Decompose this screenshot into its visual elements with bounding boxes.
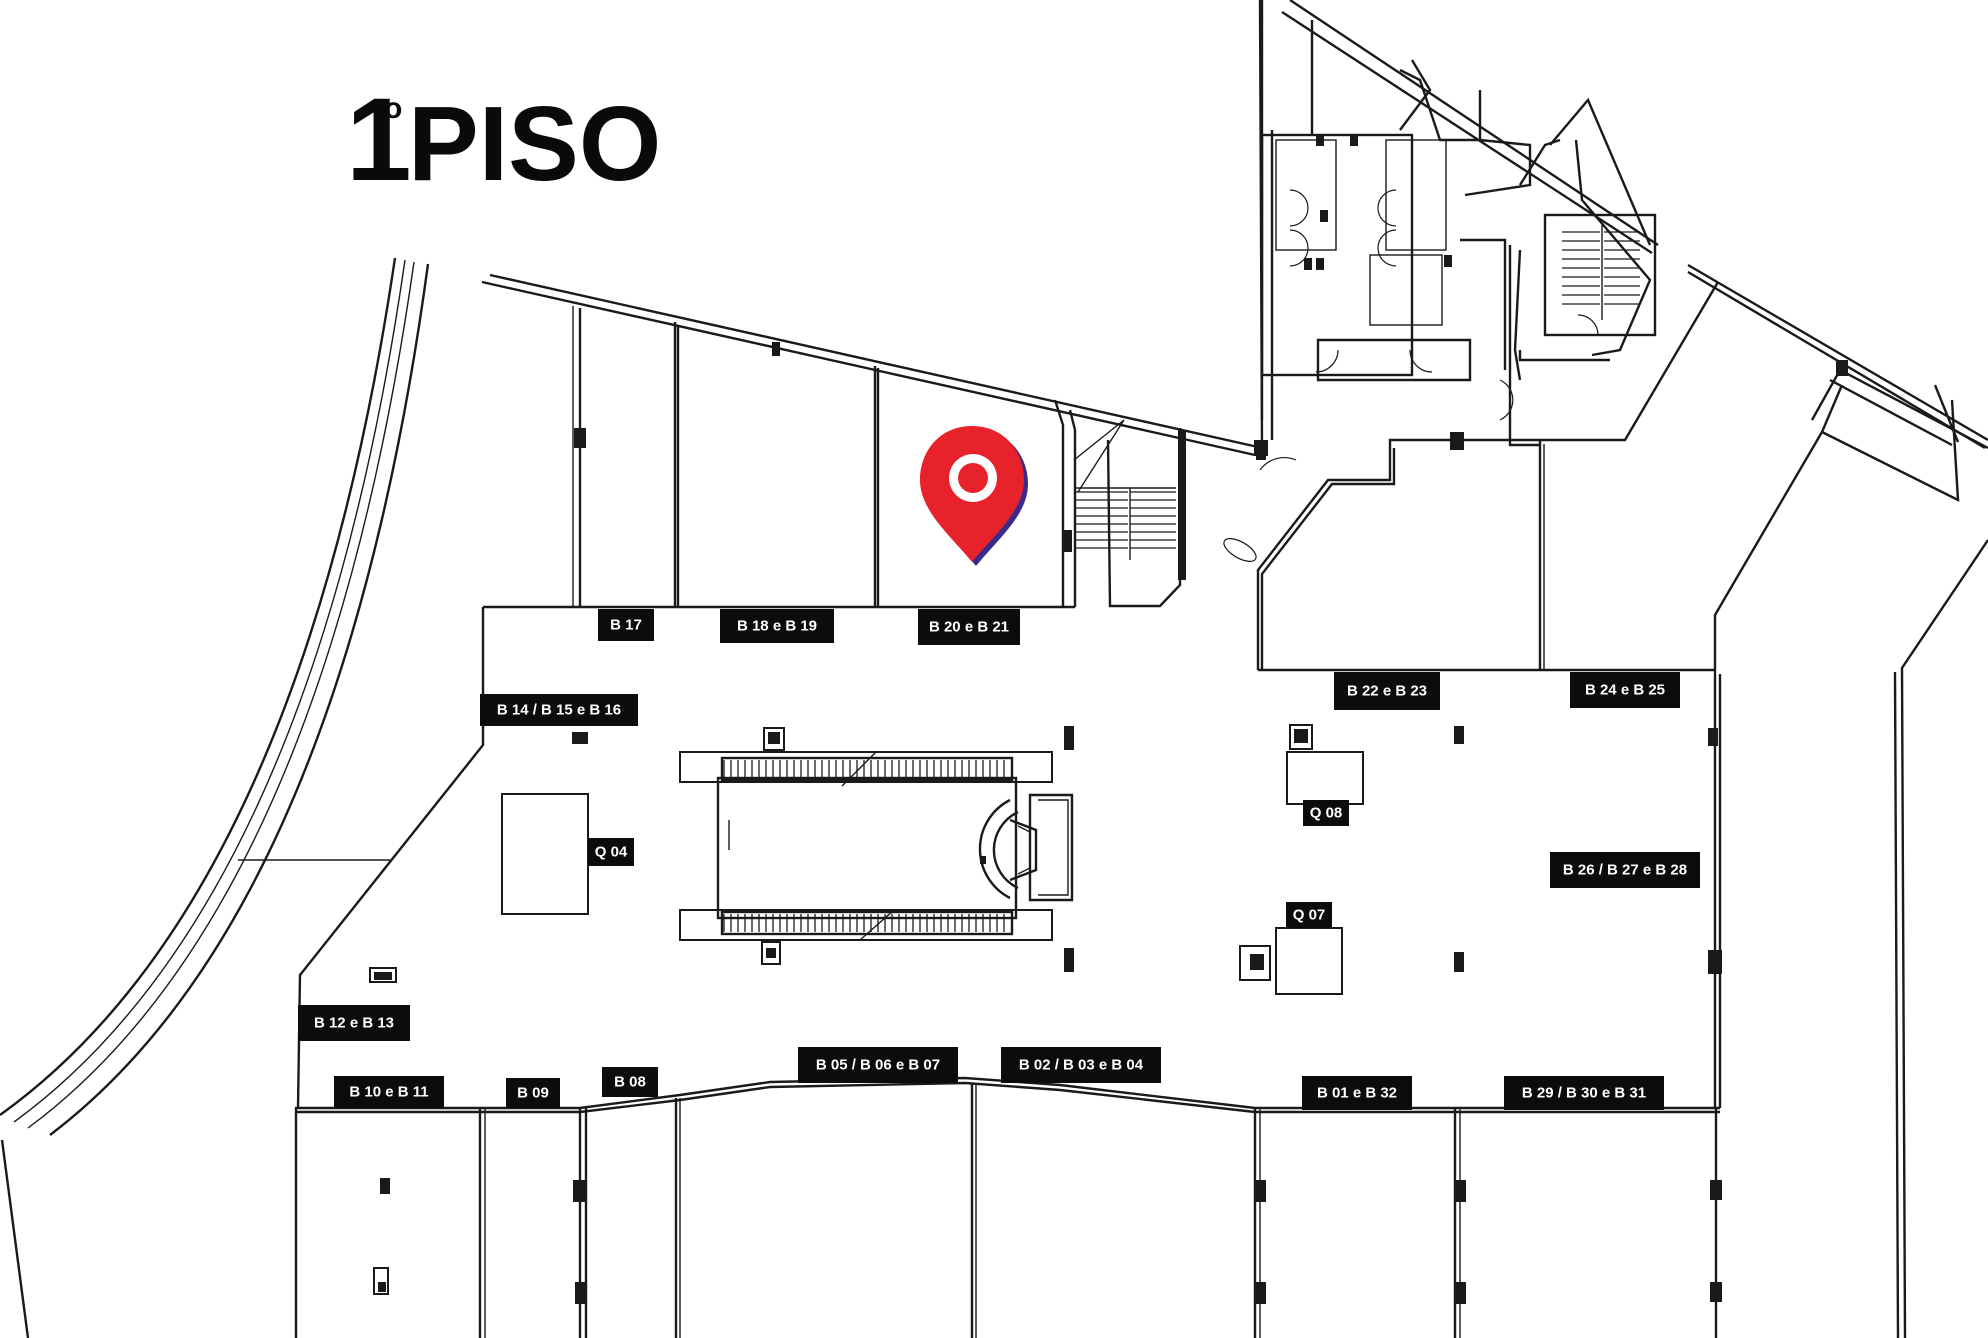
store-label-b-17[interactable]: B 17 bbox=[598, 609, 654, 641]
kiosk-label-q-04[interactable]: Q 04 bbox=[588, 838, 634, 866]
store-label-b-22-e-b-23[interactable]: B 22 e B 23 bbox=[1334, 672, 1440, 710]
store-label-text: B 22 e B 23 bbox=[1347, 683, 1427, 700]
store-label-text: B 24 e B 25 bbox=[1585, 682, 1665, 699]
store-label-text: B 10 e B 11 bbox=[349, 1084, 428, 1101]
right-upper-store-units bbox=[1223, 281, 1988, 672]
store-label-b-10-e-b-11[interactable]: B 10 e B 11 bbox=[334, 1076, 444, 1108]
store-label-text: B 09 bbox=[517, 1085, 549, 1102]
store-label-text: B 14 / B 15 e B 16 bbox=[497, 702, 621, 719]
store-label-b-14-b-15-e-b-16[interactable]: B 14 / B 15 e B 16 bbox=[480, 694, 638, 726]
store-label-text: B 18 e B 19 bbox=[737, 618, 817, 635]
store-label-b-29-b-30-e-b-31[interactable]: B 29 / B 30 e B 31 bbox=[1504, 1076, 1664, 1110]
kiosk-label-q-08[interactable]: Q 08 bbox=[1303, 800, 1349, 826]
kiosk-label-text: Q 07 bbox=[1293, 907, 1326, 924]
store-labels: B 17 B 18 e B 19 B 20 e B 21 B 14 / B 15 e … bbox=[298, 609, 1700, 1110]
store-label-b-01-e-b-32[interactable]: B 01 e B 32 bbox=[1302, 1076, 1412, 1110]
staircase-upper bbox=[1073, 419, 1266, 608]
location-pin-icon[interactable] bbox=[920, 426, 1028, 566]
store-label-text: B 05 / B 06 e B 07 bbox=[816, 1057, 940, 1074]
store-label-b-20-e-b-21[interactable]: B 20 e B 21 bbox=[918, 609, 1020, 645]
store-label-b-24-e-b-25[interactable]: B 24 e B 25 bbox=[1570, 672, 1680, 708]
store-label-text: B 17 bbox=[610, 617, 642, 634]
floor-title-number: 1 bbox=[346, 74, 412, 206]
kiosk-q08[interactable] bbox=[1286, 724, 1364, 805]
lower-store-units bbox=[294, 728, 1722, 1338]
store-label-text: B 02 / B 03 e B 04 bbox=[1019, 1057, 1144, 1074]
store-label-text: B 01 e B 32 bbox=[1317, 1085, 1397, 1102]
store-label-text: B 08 bbox=[614, 1074, 646, 1091]
kiosk-label-q-07[interactable]: Q 07 bbox=[1286, 902, 1332, 928]
service-block bbox=[1254, 0, 1657, 471]
store-label-b-05-b-06-e-b-07[interactable]: B 05 / B 06 e B 07 bbox=[798, 1047, 958, 1083]
kiosk-q07[interactable] bbox=[1239, 927, 1343, 995]
store-label-b-26-b-27-e-b-28[interactable]: B 26 / B 27 e B 28 bbox=[1550, 852, 1700, 888]
store-label-b-09[interactable]: B 09 bbox=[506, 1078, 560, 1108]
store-label-b-08[interactable]: B 08 bbox=[602, 1067, 658, 1097]
escalator-atrium bbox=[679, 726, 1074, 972]
store-label-text: B 29 / B 30 e B 31 bbox=[1522, 1085, 1646, 1102]
kiosk-q04[interactable] bbox=[501, 793, 589, 915]
store-label-text: B 12 e B 13 bbox=[314, 1015, 394, 1032]
kiosk-label-text: Q 04 bbox=[595, 844, 628, 861]
kiosk-label-text: Q 08 bbox=[1310, 805, 1343, 822]
store-label-text: B 26 / B 27 e B 28 bbox=[1563, 862, 1687, 879]
floor-title-ordinal: o bbox=[384, 92, 402, 125]
store-label-b-02-b-03-e-b-04[interactable]: B 02 / B 03 e B 04 bbox=[1001, 1047, 1161, 1083]
floor-title: 1 o PISO bbox=[346, 74, 661, 206]
floor-title-word: PISO bbox=[408, 85, 661, 203]
store-label-text: B 20 e B 21 bbox=[929, 619, 1009, 636]
store-label-b-12-e-b-13[interactable]: B 12 e B 13 bbox=[298, 1005, 410, 1041]
curved-facade bbox=[0, 257, 430, 1136]
store-label-b-18-e-b-19[interactable]: B 18 e B 19 bbox=[720, 609, 834, 643]
